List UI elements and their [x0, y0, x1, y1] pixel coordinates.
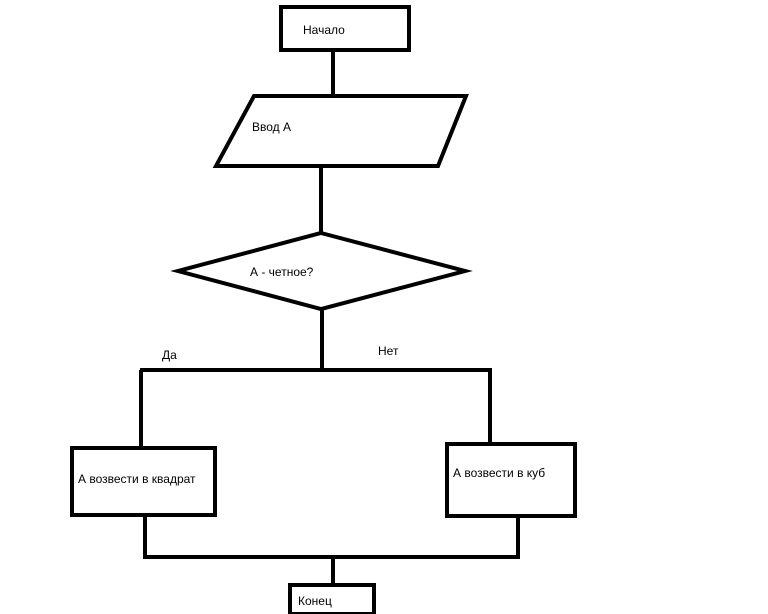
branch-yes-label: Да	[162, 348, 177, 362]
start-box	[279, 5, 411, 52]
branch-no-label: Нет	[378, 344, 399, 358]
input-label: Ввод А	[252, 120, 291, 134]
input-parallelogram	[212, 94, 469, 168]
end-label: Конец	[298, 594, 332, 608]
process-no-box	[445, 442, 577, 518]
decision-diamond	[170, 230, 473, 312]
start-label: Начало	[303, 23, 345, 37]
process-yes-label: А возвести в квадрат	[78, 472, 196, 486]
process-no-label: А возвести в куб	[453, 466, 545, 480]
process-yes-box	[70, 446, 217, 517]
end-box	[288, 583, 376, 614]
decision-label: А - четное?	[250, 265, 314, 279]
